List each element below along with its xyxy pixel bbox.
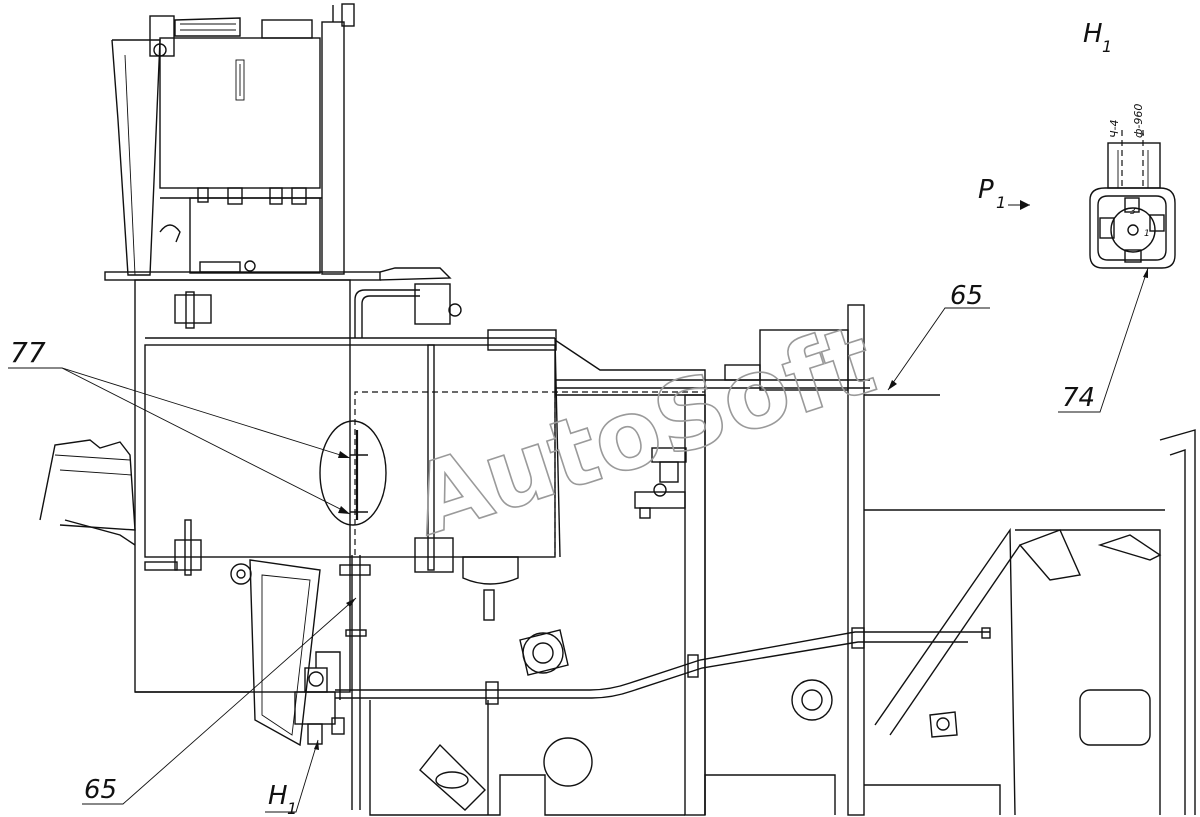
- callout-labels: 77 65 65 74 H 1 P 1 H 1 Ч-4 ф-960 3 1: [10, 19, 1150, 817]
- right-frame: [704, 304, 1196, 816]
- callout-65-top: 65: [950, 281, 983, 311]
- view-label-h1-sub: 1: [1102, 37, 1112, 56]
- watermark: AutoSoft: [399, 303, 887, 557]
- lower-body: [39, 279, 351, 747]
- detail-pin-1: 1: [1144, 229, 1150, 239]
- callout-65-bottom: 65: [84, 775, 117, 805]
- detail-dim-a: Ч-4: [1108, 119, 1121, 138]
- upper-tank-assembly: [104, 3, 452, 281]
- view-label-h1: H: [1083, 19, 1103, 49]
- leader-lines: [8, 200, 1149, 813]
- main-tank: [144, 283, 561, 621]
- detail-view-h1: [1089, 130, 1176, 269]
- hidden-frame-outline: [354, 391, 705, 555]
- centre-panel: [335, 329, 991, 816]
- detail-dim-b: ф-960: [1132, 104, 1145, 138]
- detail-pin-3: 3: [1130, 207, 1136, 217]
- callout-74: 74: [1062, 383, 1095, 413]
- dosing-unit: [294, 651, 345, 745]
- view-label-p1: P: [978, 175, 994, 205]
- bottom-label-h1-sub: 1: [287, 799, 297, 817]
- callout-77: 77: [10, 336, 46, 369]
- view-label-p1-sub: 1: [996, 193, 1006, 212]
- bottom-label-h1: H: [268, 781, 288, 811]
